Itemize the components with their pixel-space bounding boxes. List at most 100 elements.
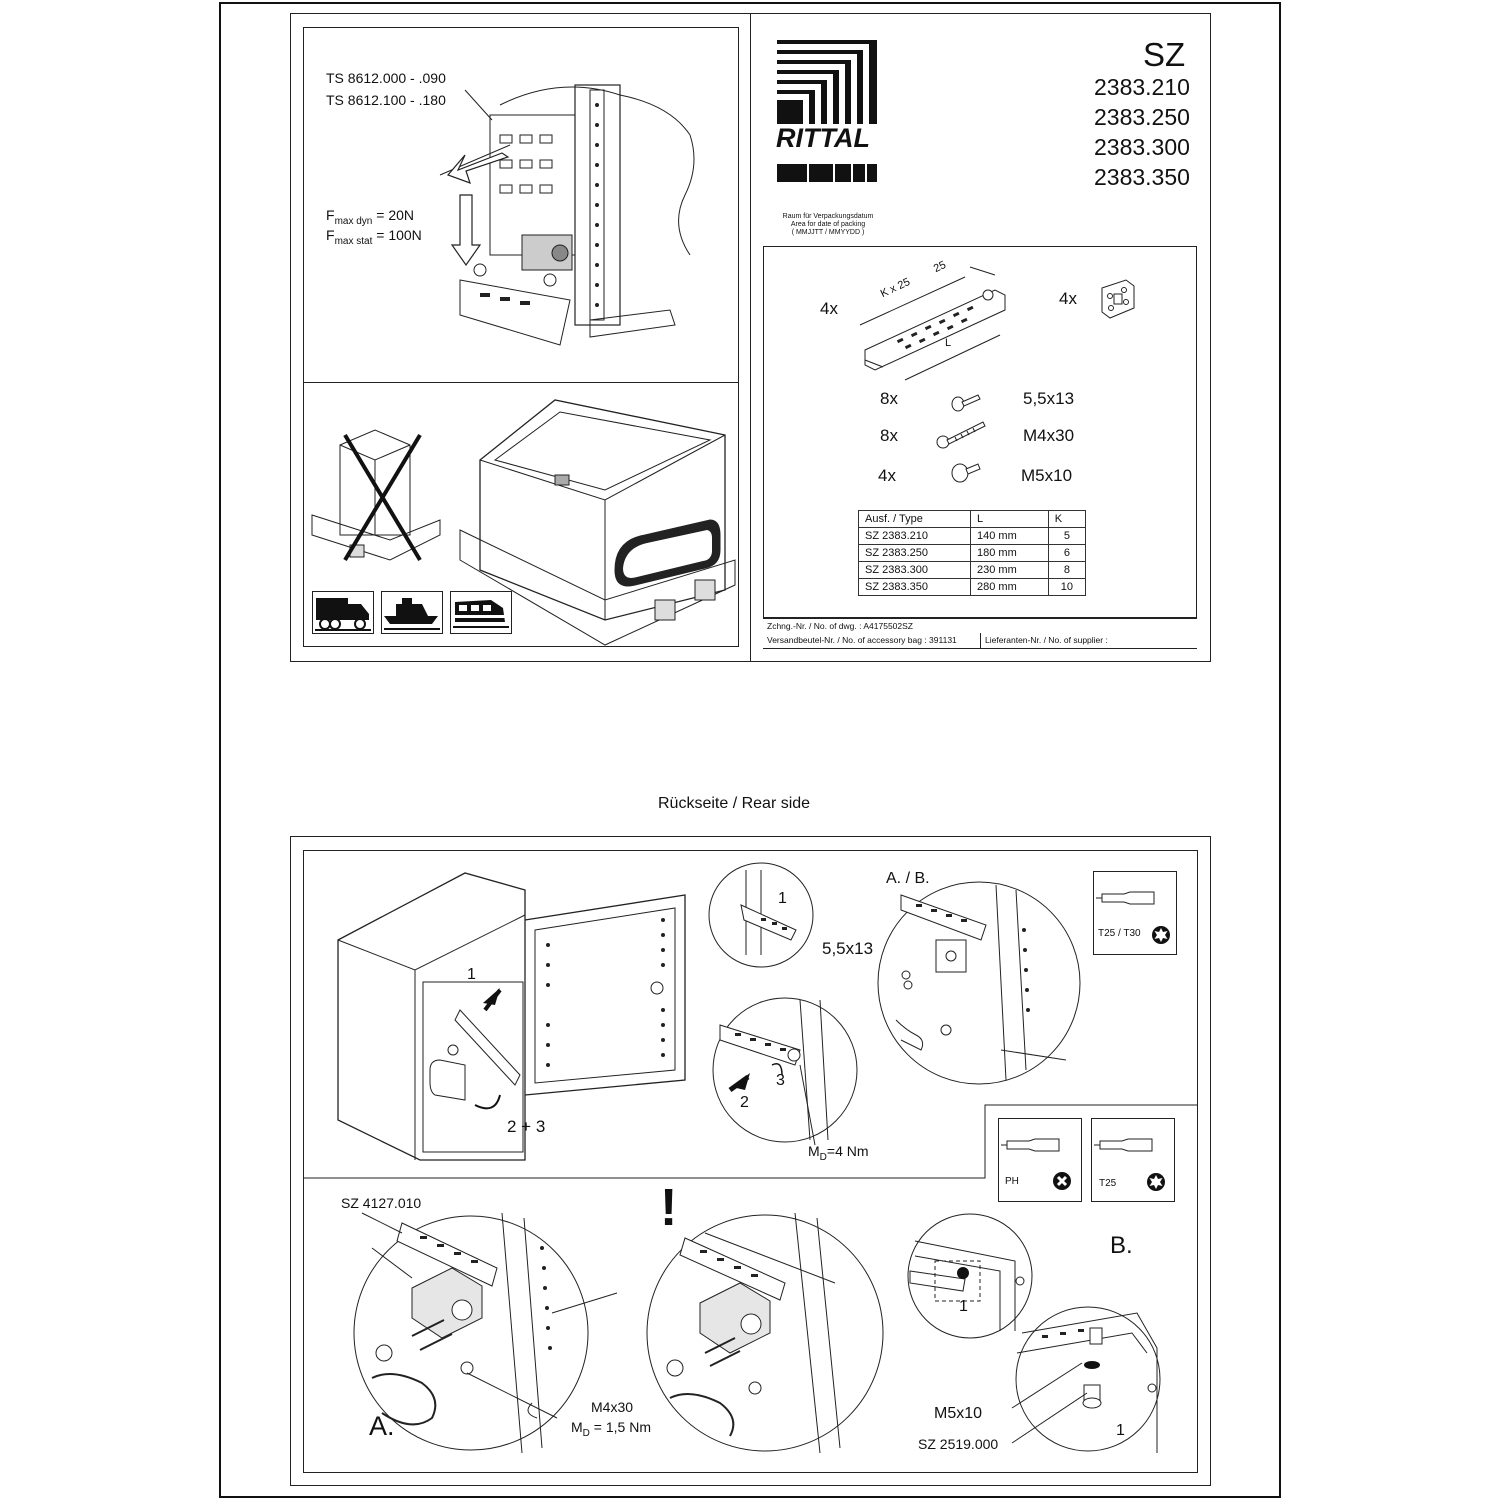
tool-t25-label: T25 [1099,1178,1117,1189]
screw-1-size: 5,5x13 [1023,389,1075,408]
top-left-separator [303,382,739,383]
bracket-drawing [1101,279,1135,319]
supplier-number: Lieferanten-Nr. / No. of supplier : [985,635,1108,645]
step-1-label: 1 [467,966,476,983]
detail-circle-b-lower [1011,1306,1161,1453]
type-table: Ausf. / Type L K SZ 2383.210 140 mm 5 SZ… [857,510,1087,596]
torx-t25-icon [1147,1173,1165,1191]
top-left-panel [303,27,739,647]
packing-note-line1: Raum für Verpackungsdatum [782,213,874,220]
warning-mark: ! [660,1179,678,1237]
title-block-bottom [763,648,1197,649]
model-4: 2383.350 [1094,164,1190,190]
type-table-header-row: Ausf. / Type L K [857,510,1087,528]
tool-t25-t30-label: T25 / T30 [1098,928,1141,939]
table-cell: 180 mm [970,544,1049,562]
screw-m5x10-icon [951,463,981,483]
table-cell: SZ 2383.210 [857,527,972,545]
screw-1-qty: 8x [880,389,898,408]
pallet-correct-illustration [459,399,736,646]
table-cell: SZ 2383.300 [857,561,972,579]
tool-ph-box [998,1118,1082,1202]
force-stat-label: Fmax stat = 100N [326,227,422,247]
screw-3-qty: 4x [878,466,896,485]
detail-circle-b-upper [907,1213,1033,1339]
bracket-qty: 4x [1059,289,1077,308]
title-block-divider [980,633,981,648]
top-sheet-divider [750,13,751,662]
train-icon [450,591,512,634]
detail-1-label: 1 [778,890,787,907]
packing-note-line2: Area for date of packing [790,221,866,228]
detail-circle-a-b [877,881,1081,1085]
ship-icon [381,591,443,634]
table-cell: 6 [1047,544,1087,562]
accessory-bag-number: Versandbeutel-Nr. / No. of accessory bag… [767,635,957,645]
torx-icon [1152,926,1170,944]
table-row: SZ 2383.300 230 mm 8 [857,561,1087,579]
screw-2-qty: 8x [880,426,898,445]
sz2519-label: SZ 2519.000 [918,1436,999,1452]
torque-1-5nm-label: MD = 1,5 Nm [571,1419,651,1439]
bottom-inner-frame [303,850,1198,1473]
table-cell: 230 mm [970,561,1049,579]
sz4127-label: SZ 4127.010 [341,1195,422,1211]
page-frame [219,2,1281,1498]
detail-circle-a-left [353,1212,618,1454]
detail-circle-step-2-3 [712,997,858,1146]
detail-circle-a-right [646,1212,884,1454]
tool-ph-label: PH [1005,1176,1019,1187]
ref-ts8612-000: TS 8612.000 - .090 [326,70,446,86]
pallet-wrong-illustration [311,429,441,562]
drawing-number: Zchng.-Nr. / No. of dwg. : A4175502SZ [767,621,913,631]
torque-4nm-label: MD=4 Nm [808,1143,869,1163]
table-cell: 280 mm [970,578,1049,596]
label-b: B. [1110,1232,1133,1259]
model-2: 2383.250 [1094,104,1190,130]
model-1: 2383.210 [1094,74,1190,100]
table-cell: SZ 2383.350 [857,578,972,596]
truck-icon [312,591,374,634]
force-dyn-label: Fmax dyn = 20N [326,207,414,227]
step-2-3-label: 2 + 3 [507,1117,546,1136]
ref-ts8612-100: TS 8612.100 - .180 [326,92,446,108]
detail-2-label: 2 [740,1094,749,1111]
m5x10-label: M5x10 [934,1405,983,1422]
screw-3-size: M5x10 [1021,466,1073,485]
mounting-rail-drawing [859,266,1006,381]
type-table-header-k: K [1047,510,1087,528]
rear-side-title: Rückseite / Rear side [658,795,811,812]
table-cell: SZ 2383.250 [857,544,972,562]
type-table-header-l: L [970,510,1049,528]
table-cell: 140 mm [970,527,1049,545]
a-b-label: A. / B. [886,870,930,887]
detail-circle-step-1 [708,862,814,968]
table-cell: 5 [1047,527,1087,545]
dim-l: L [945,337,952,349]
bottom-panel-separator [303,1104,1198,1179]
b-detail-1-lower: 1 [1116,1422,1125,1439]
table-row: SZ 2383.250 180 mm 6 [857,544,1087,562]
table-row: SZ 2383.210 140 mm 5 [857,527,1087,545]
logo-wordmark: RITTAL [776,123,870,153]
screw-5-5x13-label: 5,5x13 [822,939,874,958]
phillips-icon [1053,1172,1071,1190]
label-a: A. [369,1411,395,1441]
screw-5-5x13-icon [951,394,981,412]
rittal-logo [777,40,877,182]
table-row: SZ 2383.350 280 mm 10 [857,578,1087,596]
bottom-sheet-frame [290,836,1211,1486]
detail-3-label: 3 [776,1072,785,1089]
table-cell: 10 [1047,578,1087,596]
table-cell: 8 [1047,561,1087,579]
b-detail-1-upper: 1 [959,1298,968,1315]
type-table-header-type: Ausf. / Type [857,510,972,528]
enclosure-mounting-illustration [439,84,695,346]
parts-panel [763,246,1197,618]
screw-m4x30-icon [936,421,986,449]
product-code: SZ [1143,36,1186,73]
title-block-top [763,618,1197,619]
m4x30-label: M4x30 [591,1399,634,1415]
screw-2-size: M4x30 [1023,426,1075,445]
rail-qty: 4x [820,299,838,318]
